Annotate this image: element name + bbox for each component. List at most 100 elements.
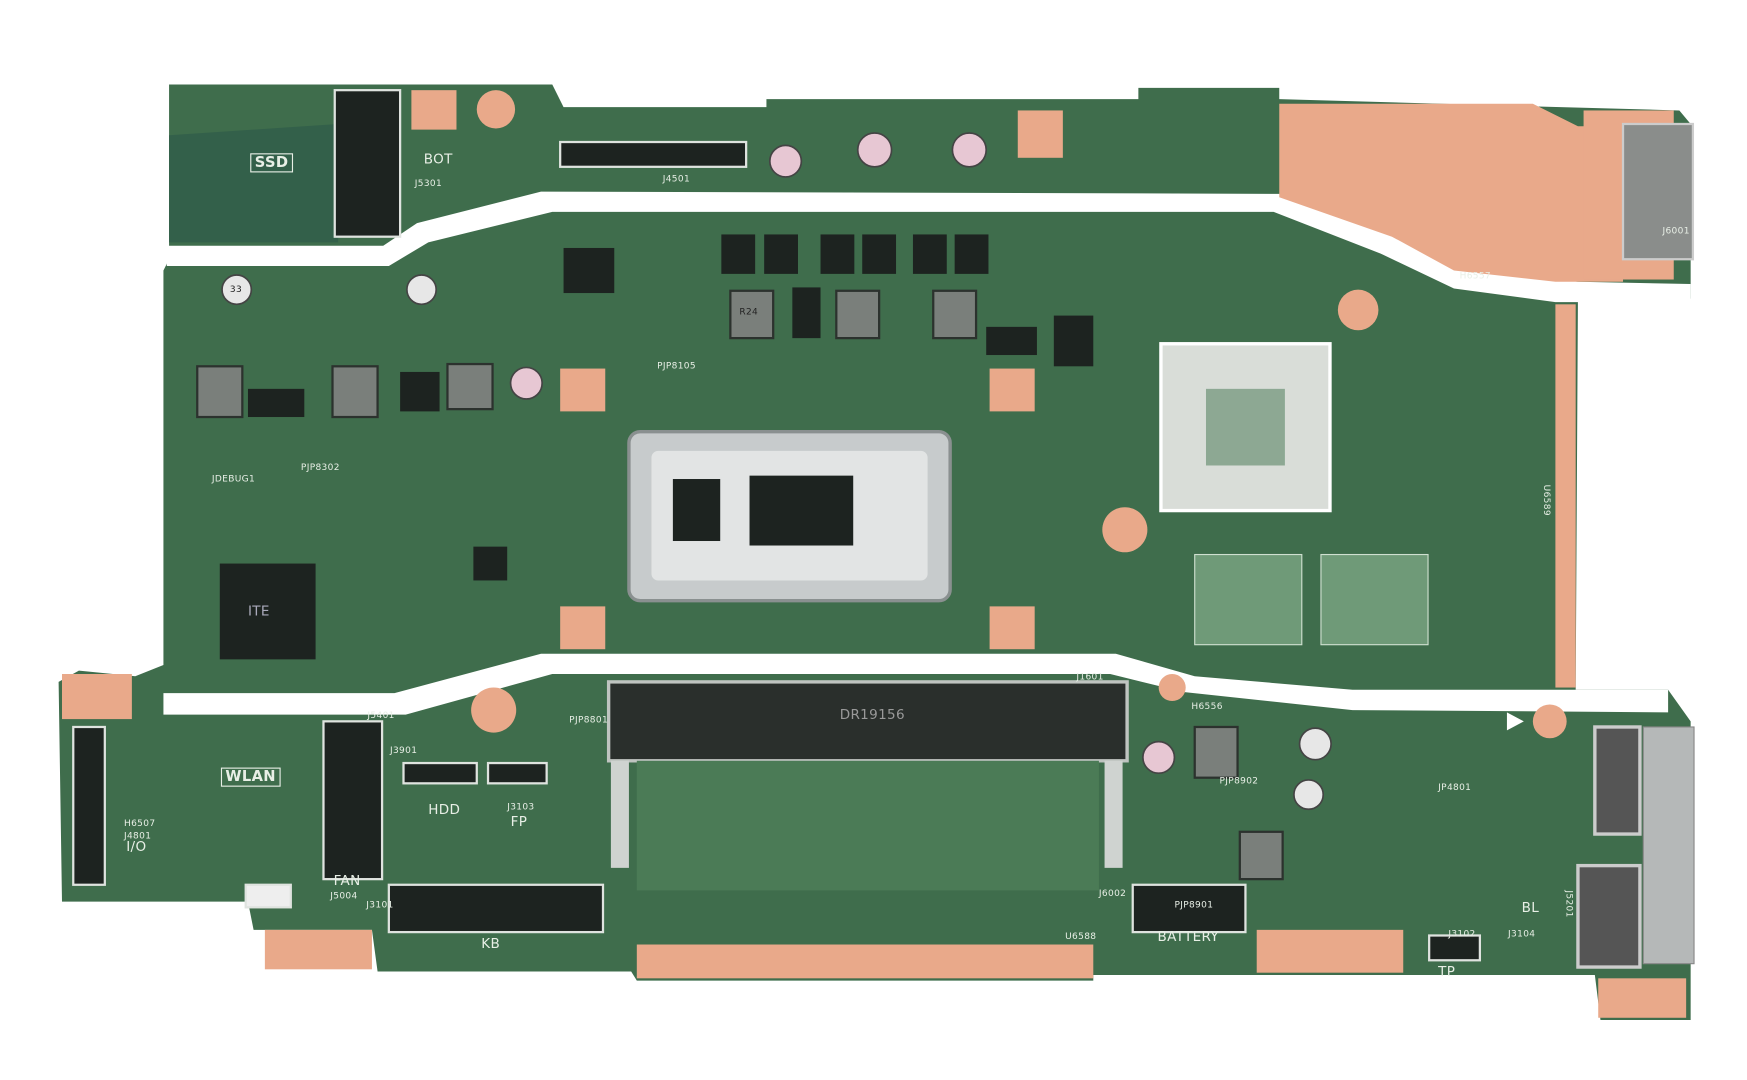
- usb-port: [1593, 725, 1642, 836]
- usb-port: [1576, 863, 1642, 969]
- fan-label: FAN: [333, 872, 361, 889]
- copper-pad: [560, 606, 606, 650]
- kb-label: KB: [481, 935, 501, 952]
- bl-label: BL: [1521, 899, 1540, 916]
- ref-jdebug1: JDEBUG1: [211, 473, 256, 484]
- pcb-dark-zone: [169, 123, 339, 243]
- copper-pad: [989, 368, 1035, 412]
- copper-bracket: [1279, 103, 1624, 282]
- vram-footprint: [1320, 553, 1429, 646]
- capacitor: [509, 366, 543, 400]
- inductor: [446, 362, 494, 411]
- ic: [473, 546, 508, 581]
- fp-connector: [486, 761, 548, 785]
- capacitor: [768, 144, 803, 178]
- inductor: [1193, 725, 1239, 779]
- ref-h6557: H6557: [1459, 270, 1492, 281]
- ref-j3102: J3102: [1448, 928, 1476, 939]
- inductor: [196, 365, 244, 419]
- ref-j5004: J5004: [330, 890, 358, 901]
- ref-j6002: J6002: [1098, 888, 1127, 899]
- rail-top: [166, 191, 1691, 303]
- rail-bottom: [163, 653, 1669, 715]
- copper-pad: [1102, 507, 1148, 553]
- mosfet: [986, 326, 1037, 356]
- ref-h6556: H6556: [1191, 701, 1223, 712]
- inductor: [932, 289, 978, 340]
- kb-connector: [387, 883, 605, 934]
- io-connector: [72, 725, 106, 886]
- capacitor: [406, 274, 438, 306]
- ref-j3103: J3103: [507, 801, 535, 812]
- port-shield: [1642, 726, 1695, 965]
- inductor-marking: R24: [739, 306, 759, 317]
- ssd-m2-connector: [333, 89, 402, 238]
- ec-chip-marking: ITE: [247, 602, 270, 619]
- ref-j1601: J1601: [1076, 671, 1104, 682]
- ref-u6588: U6588: [1065, 930, 1097, 942]
- copper-pad: [1256, 929, 1404, 973]
- pin1-marker: [1506, 712, 1524, 731]
- copper-pad: [560, 368, 606, 412]
- ref-pjp8801: PJP8801: [569, 714, 609, 725]
- ref-pjp8901: PJP8901: [1174, 899, 1214, 910]
- ref-j3101: J3101: [366, 899, 394, 910]
- ram-latch-left: [610, 760, 629, 868]
- fan-connector: [244, 883, 292, 909]
- ref-j3104: J3104: [1508, 928, 1536, 939]
- ref-j5301: J5301: [414, 178, 443, 189]
- ec-chip: [219, 563, 316, 660]
- copper-pad: [1158, 674, 1186, 702]
- inductor: [1238, 830, 1284, 881]
- tp-label: TP: [1438, 963, 1456, 980]
- battery-label: BATTERY: [1157, 928, 1220, 945]
- ref-j6001: J6001: [1662, 225, 1690, 236]
- mosfet: [954, 234, 989, 274]
- capacitor: [856, 132, 893, 168]
- cpu-die-small: [672, 479, 721, 542]
- copper-pad: [411, 90, 457, 130]
- mosfet: [820, 234, 855, 274]
- mosfet: [764, 234, 798, 274]
- ref-pjp8105: PJP8105: [657, 360, 696, 371]
- power-jack: [1621, 122, 1695, 261]
- copper-pad: [1532, 704, 1567, 739]
- capacitor: [221, 274, 253, 306]
- capacitor: [1293, 779, 1325, 811]
- tp-connector: [1428, 934, 1482, 962]
- copper-strip: [1555, 304, 1576, 688]
- ref-pjp8302: PJP8302: [300, 462, 340, 473]
- ref-h6507: H6507: [123, 818, 156, 829]
- mosfet: [862, 234, 897, 274]
- copper-pad: [1337, 289, 1379, 331]
- wlan-m2-connector: [322, 720, 384, 881]
- copper-pad: [61, 674, 132, 720]
- battery-connector: [1131, 883, 1247, 934]
- copper-pad: [264, 929, 372, 970]
- mosfet: [247, 388, 305, 418]
- inductor: [331, 365, 379, 419]
- copper-pad: [989, 606, 1035, 650]
- ram-slot-marking: DR19156: [839, 706, 905, 723]
- ref-pjp8902: PJP8902: [1219, 775, 1259, 786]
- ref-j5401: J5401: [367, 710, 395, 721]
- ref-j4501: J4501: [662, 173, 691, 184]
- capacitor-marking: 33: [229, 284, 243, 295]
- ref-jp4801: JP4801: [1438, 782, 1472, 793]
- wlan-label: WLAN: [220, 767, 281, 787]
- j4501-connector: [559, 140, 748, 168]
- vram-footprint: [1194, 553, 1303, 646]
- mosfet: [792, 287, 821, 339]
- ref-u6589: U6589: [1541, 484, 1553, 516]
- mosfet: [912, 234, 947, 274]
- ref-j5201: J5201: [1564, 890, 1575, 918]
- capacitor: [1142, 740, 1176, 775]
- hdd-label: HDD: [428, 801, 461, 818]
- ssd-label: SSD: [250, 153, 293, 173]
- copper-pad: [1017, 110, 1063, 158]
- capacitor: [1298, 727, 1332, 761]
- copper-pad: [1598, 978, 1687, 1018]
- inductor: [835, 289, 881, 340]
